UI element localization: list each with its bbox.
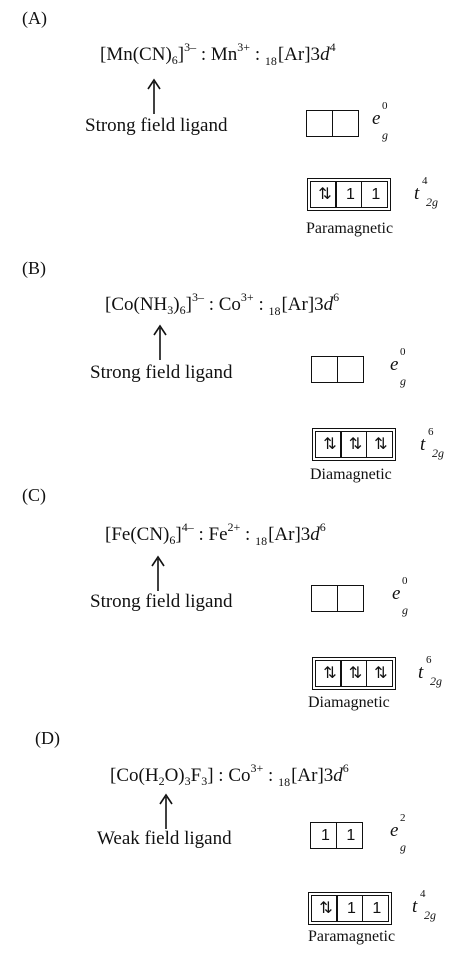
- orbital-box: ⇅: [311, 895, 338, 922]
- eg-orbital-boxes: [311, 356, 364, 383]
- section-c: (C) [Fe(CN)6]4– : Fe2+ : 18[Ar]3d6 Stron…: [0, 485, 466, 727]
- eg-label: e 2 g: [390, 812, 406, 854]
- orbital-box: [336, 356, 364, 383]
- section-d: (D) [Co(H2O)3F3] : Co3+ : 18[Ar]3d6 Weak…: [0, 728, 466, 970]
- eg-orbital-boxes: [311, 585, 364, 612]
- orbital-box: 1: [335, 822, 363, 849]
- section-a: (A) [Mn(CN)6]3– : Mn3+ : 18[Ar]3d4 Stron…: [0, 0, 466, 242]
- section-label: (C): [22, 485, 46, 505]
- magnetism-label: Paramagnetic: [306, 220, 394, 237]
- t2g-orbital-boxes: ⇅ 1 1: [308, 892, 392, 925]
- eg-label: e 0 g: [372, 100, 388, 142]
- orbital-box: 1: [310, 822, 338, 849]
- ligand-arrow-icon: [151, 555, 165, 591]
- ligand-arrow-icon: [153, 324, 167, 360]
- orbital-box: ⇅: [340, 431, 368, 458]
- orbital-box: ⇅: [315, 431, 342, 458]
- t2g-label: t 6 2g: [420, 426, 444, 460]
- orbital-box: ⇅: [340, 660, 368, 687]
- orbital-box: 1: [335, 181, 363, 208]
- magnetism-label: Paramagnetic: [308, 928, 396, 945]
- orbital-box: ⇅: [365, 660, 393, 687]
- section-label: (D): [35, 728, 60, 748]
- complex-formula: [Mn(CN)6]3– : Mn3+ : 18[Ar]3d4: [100, 40, 336, 68]
- ligand-type: Strong field ligand: [90, 362, 233, 383]
- orbital-box: 1: [360, 181, 388, 208]
- eg-label: e 0 g: [390, 346, 406, 388]
- t2g-label: t 6 2g: [418, 654, 442, 688]
- ligand-type: Strong field ligand: [90, 591, 233, 612]
- complex-formula: [Fe(CN)6]4– : Fe2+ : 18[Ar]3d6: [105, 520, 326, 548]
- orbital-box: [311, 356, 339, 383]
- orbital-box: ⇅: [365, 431, 393, 458]
- orbital-box: ⇅: [310, 181, 337, 208]
- t2g-label: t 4 2g: [414, 175, 438, 209]
- orbital-box: [306, 110, 334, 137]
- magnetism-label: Diamagnetic: [308, 694, 390, 711]
- magnetism-label: Diamagnetic: [310, 466, 392, 483]
- section-label: (B): [22, 258, 46, 278]
- t2g-orbital-boxes: ⇅ ⇅ ⇅: [312, 657, 396, 690]
- orbital-box: ⇅: [315, 660, 342, 687]
- section-label: (A): [22, 8, 47, 28]
- eg-orbital-boxes: [306, 110, 359, 137]
- t2g-orbital-boxes: ⇅ ⇅ ⇅: [312, 428, 396, 461]
- complex-formula: [Co(H2O)3F3] : Co3+ : 18[Ar]3d6: [110, 761, 349, 789]
- orbital-box: [336, 585, 364, 612]
- t2g-label: t 4 2g: [412, 888, 436, 922]
- ligand-arrow-icon: [147, 78, 161, 114]
- complex-formula: [Co(NH3)6]3– : Co3+ : 18[Ar]3d6: [105, 290, 340, 318]
- orbital-box: [311, 585, 339, 612]
- t2g-orbital-boxes: ⇅ 1 1: [307, 178, 391, 211]
- ligand-arrow-icon: [159, 793, 173, 829]
- section-b: (B) [Co(NH3)6]3– : Co3+ : 18[Ar]3d6 Stro…: [0, 250, 466, 492]
- orbital-box: [331, 110, 359, 137]
- eg-label: e 0 g: [392, 575, 408, 617]
- ligand-type: Strong field ligand: [85, 115, 228, 136]
- eg-orbital-boxes: 1 1: [310, 822, 363, 849]
- orbital-box: 1: [361, 895, 389, 922]
- orbital-box: 1: [336, 895, 364, 922]
- ligand-type: Weak field ligand: [97, 828, 232, 849]
